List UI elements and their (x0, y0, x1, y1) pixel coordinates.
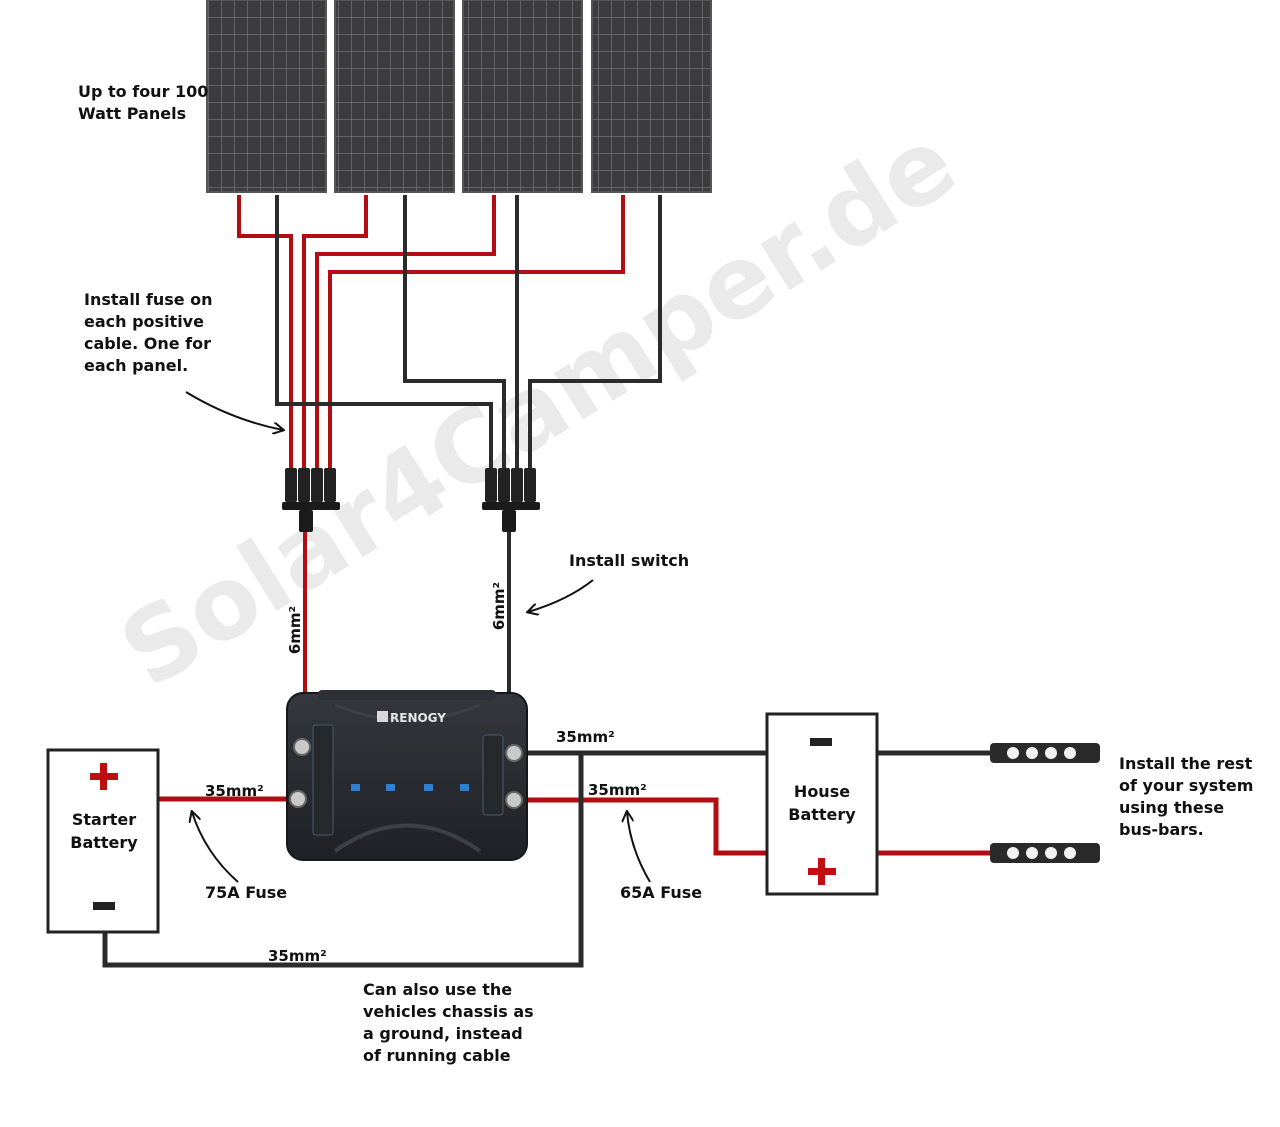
positive-cable-size-label: 6mm² (286, 606, 304, 654)
negative-bus-bar (990, 743, 1100, 763)
positive-bus-bar (990, 843, 1100, 863)
negative-branch-connector (482, 468, 540, 532)
starter-battery: Starter Battery (46, 748, 160, 934)
fuse-65-arrow (627, 812, 651, 883)
switch-note: Install switch (569, 550, 689, 572)
fuse-note: Install fuse on each positive cable. One… (84, 289, 213, 377)
starter-cable-size-label: 35mm² (205, 782, 264, 800)
positive-branch-connector (282, 468, 340, 532)
fuse-note-line-1: Install fuse on (84, 290, 213, 309)
fuse-note-arrow (185, 391, 283, 430)
fuse-note-line-2: each positive (84, 312, 204, 331)
chassis-note-line-2: vehicles chassis as (363, 1002, 534, 1021)
solar-panels (206, 0, 712, 193)
panels-note: Up to four 100 Watt Panels (78, 81, 208, 125)
busbar-note-line-3: using these (1119, 798, 1225, 817)
house-positive-cable (514, 797, 990, 856)
busbar-note-line-1: Install the rest (1119, 754, 1253, 773)
panel-negative-cables (275, 195, 662, 470)
solar-panel-3 (462, 0, 583, 193)
solar-panel-4 (591, 0, 712, 193)
busbar-note: Install the rest of your system using th… (1119, 753, 1253, 841)
house-battery-label-2: Battery (788, 805, 856, 824)
status-led-3 (424, 784, 433, 791)
starter-battery-label-1: Starter (72, 810, 136, 829)
controller-brand: RENOGY (390, 711, 446, 725)
terminal-starter-positive (289, 790, 307, 808)
house-battery-label-1: House (794, 782, 850, 801)
ground-cable (102, 753, 584, 968)
status-led-1 (351, 784, 360, 791)
status-led-4 (460, 784, 469, 791)
annotation-arrows (185, 391, 651, 883)
panels-note-line-2: Watt Panels (78, 104, 187, 123)
dc-dc-charger: RENOGY (286, 690, 528, 861)
terminal-solar-positive (293, 738, 311, 756)
status-led-2 (386, 784, 395, 791)
chassis-note-line-1: Can also use the (363, 980, 513, 999)
switch-note-text: Install switch (569, 551, 690, 570)
fuse-65-label: 65A Fuse (620, 883, 702, 902)
fuse-note-line-4: each panel. (84, 356, 189, 375)
switch-note-arrow (528, 579, 594, 612)
negative-cable-size-label: 6mm² (490, 582, 508, 630)
solar-panel-2 (334, 0, 455, 193)
chassis-note-line-4: of running cable (363, 1046, 511, 1065)
terminal-house-negative (505, 744, 523, 762)
house-negative-cable-size-label: 35mm² (556, 728, 615, 746)
fuse-75-label: 75A Fuse (205, 883, 287, 902)
house-negative-terminal (810, 738, 832, 746)
ground-cable-size-label: 35mm² (268, 947, 327, 965)
house-battery: House Battery (765, 712, 879, 896)
busbar-note-line-4: bus-bars. (1119, 820, 1204, 839)
terminal-house-positive (505, 791, 523, 809)
renogy-logo-icon (377, 711, 388, 722)
chassis-note-line-3: a ground, instead (363, 1024, 523, 1043)
starter-battery-label-2: Battery (70, 833, 138, 852)
starter-negative-terminal (93, 902, 115, 910)
solar-panel-1 (206, 0, 327, 193)
house-positive-cable-size-label: 35mm² (588, 781, 647, 799)
busbar-note-line-2: of your system (1119, 776, 1254, 795)
chassis-note: Can also use the vehicles chassis as a g… (363, 979, 534, 1067)
fuse-note-line-3: cable. One for (84, 334, 211, 353)
panels-note-line-1: Up to four 100 (78, 82, 209, 101)
fuse-75-arrow (192, 812, 239, 883)
watermark: Solar4Camper.de (101, 103, 976, 710)
